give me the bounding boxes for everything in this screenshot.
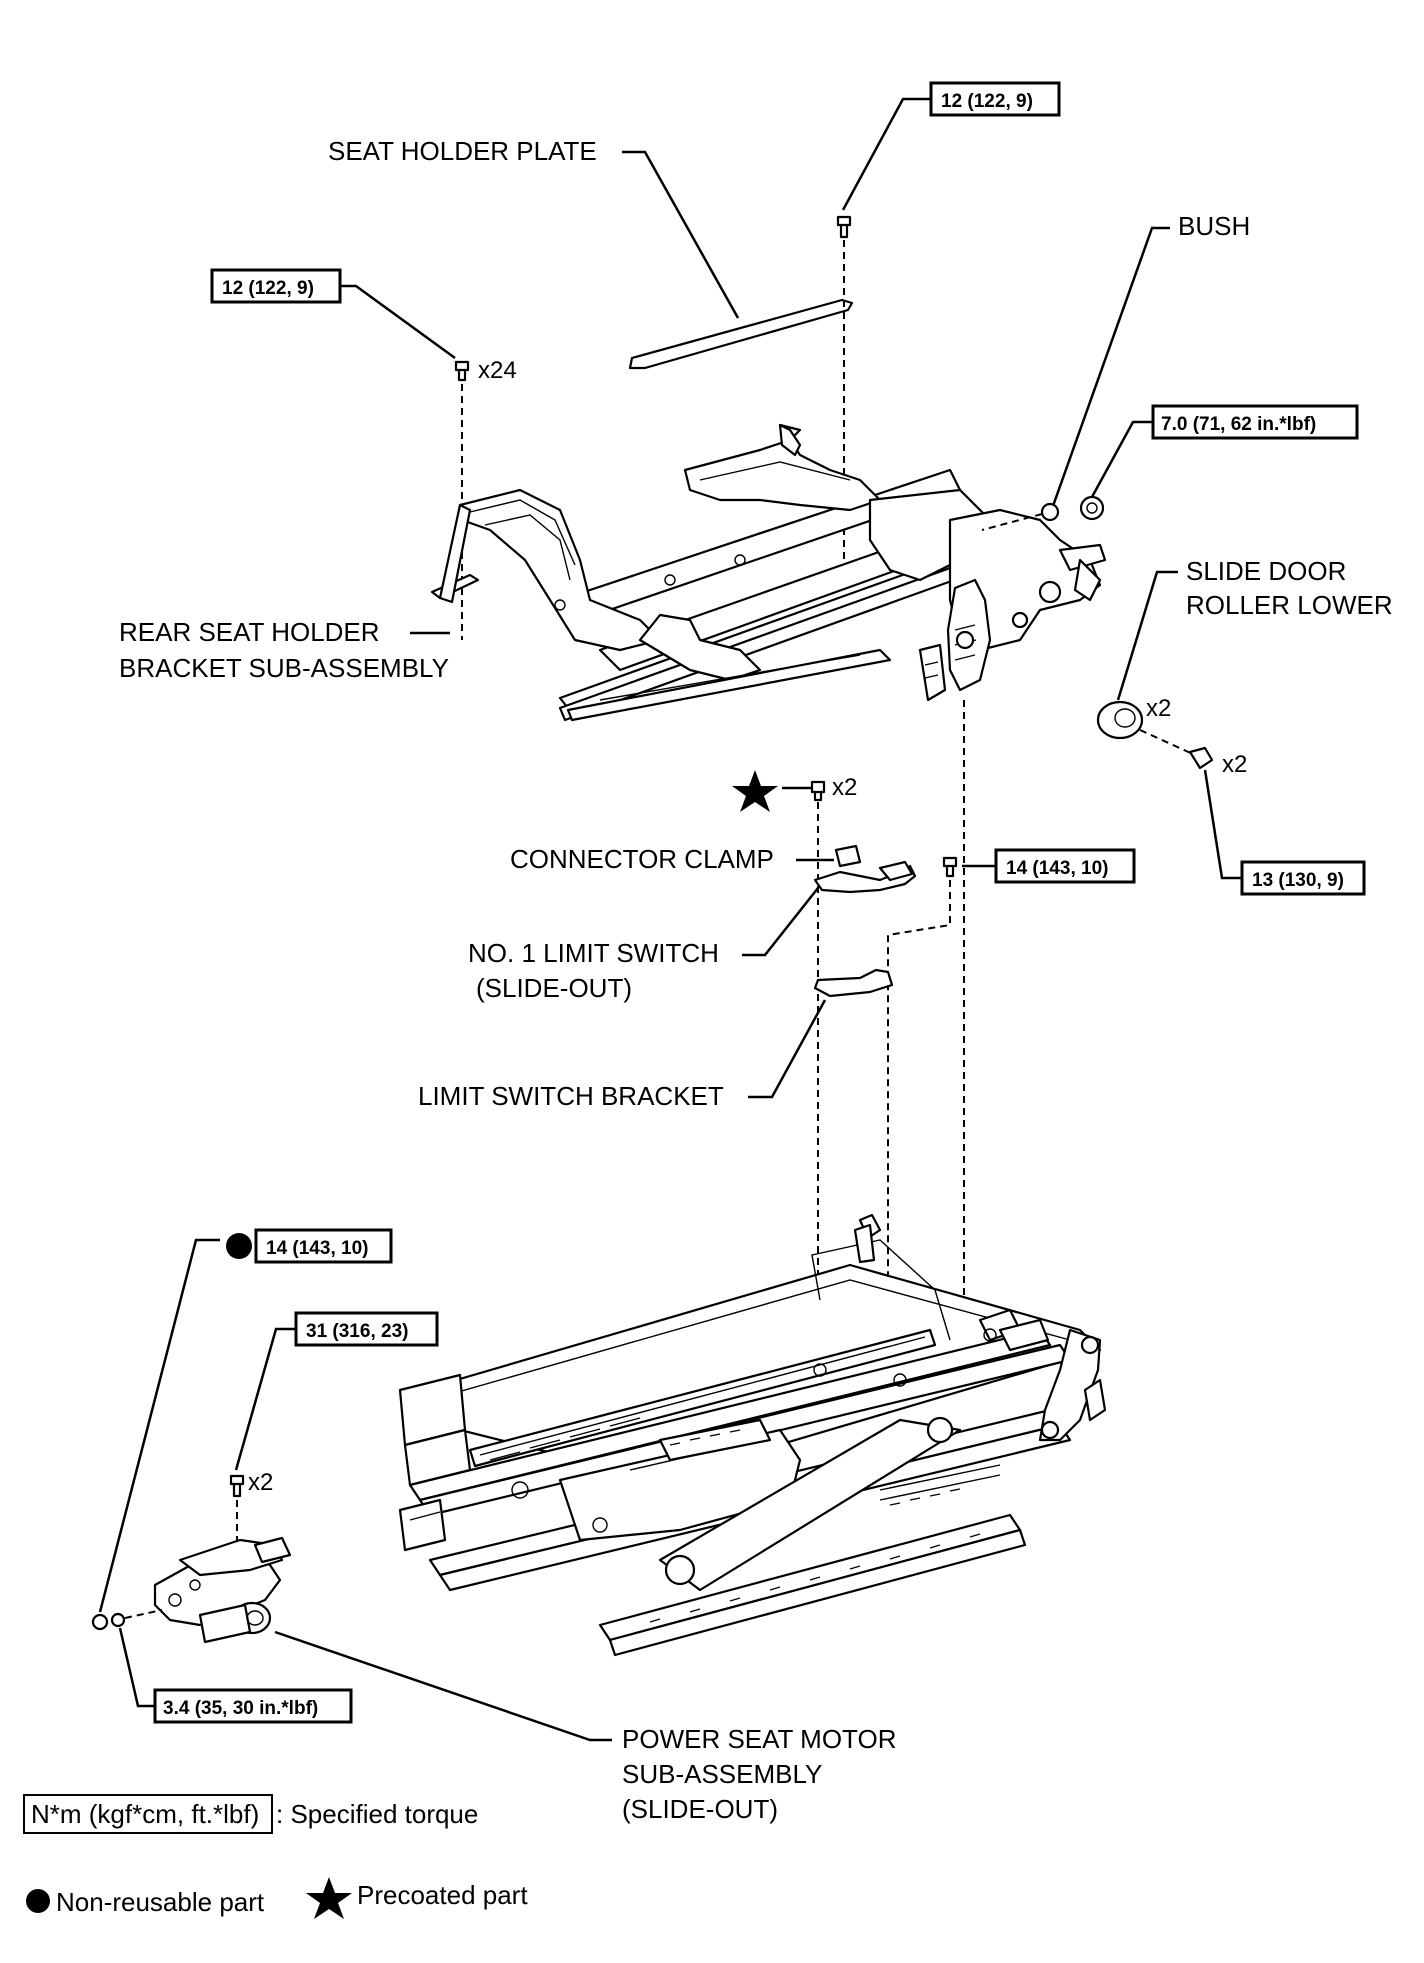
bracket-bolt-group: 14 (143, 10)	[887, 700, 1136, 1330]
label-slide-roller-line1: SLIDE DOOR	[1186, 556, 1346, 586]
motor-torque-group: 31 (316, 23) x2	[229, 1311, 439, 1550]
legend-specified-torque: : Specified torque	[276, 1799, 478, 1829]
torque-small: 3.4 (35, 30 in.*lbf)	[163, 1698, 318, 1719]
label-connector-clamp: CONNECTOR CLAMP	[510, 844, 774, 874]
label-limit-switch-line2: (SLIDE-OUT)	[476, 973, 632, 1003]
torque-box-nonreusable	[254, 1228, 393, 1264]
legend-precoated: Precoated part	[357, 1880, 528, 1910]
torque-nut: 7.0 (71, 62 in.*lbf)	[1161, 414, 1316, 435]
nonreusable-torque-group: 14 (143, 10)	[98, 1228, 393, 1613]
torque-box-bracket	[994, 848, 1136, 884]
label-limit-bracket: LIMIT SWITCH BRACKET	[418, 1081, 724, 1111]
label-motor-line1: POWER SEAT MOTOR	[622, 1724, 896, 1754]
nonreusable-legend-icon	[26, 1889, 50, 1913]
slide-door-roller-group: SLIDE DOOR ROLLER LOWER x2 x2 13 (130, 9…	[1096, 556, 1393, 896]
mult-x2-motor: x2	[248, 1469, 273, 1496]
label-rear-bracket-line2: BRACKET SUB-ASSEMBLY	[119, 653, 449, 683]
bush-part	[1040, 502, 1060, 522]
nonreusable-nut	[91, 1613, 109, 1631]
torque-box-small	[153, 1688, 353, 1724]
seat-holder-plate-group: SEAT HOLDER PLATE	[328, 136, 854, 370]
mult-x24: x24	[478, 357, 517, 384]
legend-unit-text: N*m (kgf*cm, ft.*lbf)	[31, 1799, 259, 1829]
torque-bracket: 14 (143, 10)	[1006, 858, 1108, 879]
small-nut	[110, 1612, 126, 1628]
label-motor-line2: SUB-ASSEMBLY	[622, 1759, 822, 1789]
torque-roller: 13 (130, 9)	[1252, 870, 1344, 891]
motor-bolt	[229, 1474, 245, 1498]
precoated-legend-star-icon	[306, 1877, 352, 1919]
seat-holder-plate	[628, 298, 854, 370]
label-rear-bracket-line1: REAR SEAT HOLDER	[119, 617, 380, 647]
torque-box-left	[210, 268, 342, 304]
motor-label-group: POWER SEAT MOTOR SUB-ASSEMBLY (SLIDE-OUT…	[274, 1630, 896, 1824]
mult-x2-bolt: x2	[1222, 751, 1247, 778]
torque-left: 12 (122, 9)	[222, 278, 314, 299]
connector-clamp	[834, 844, 862, 868]
nut-group: 7.0 (71, 62 in.*lbf)	[1079, 404, 1359, 521]
roller-bolt	[1188, 746, 1214, 770]
seat-adjuster-assembly	[398, 1213, 1107, 1657]
nonreusable-dot-icon	[226, 1233, 252, 1259]
label-slide-roller-line2: ROLLER LOWER	[1186, 590, 1393, 620]
torque-box-motor	[294, 1311, 439, 1347]
left-bolt-group: 12 (122, 9) x24	[210, 268, 517, 640]
bush-group: BUSH	[981, 211, 1250, 531]
rear-seat-holder-bracket	[430, 423, 1107, 722]
limit-switch-bracket-group: LIMIT SWITCH BRACKET	[418, 968, 894, 1111]
torque-nonreusable: 14 (143, 10)	[266, 1238, 368, 1259]
label-limit-switch-line1: NO. 1 LIMIT SWITCH	[468, 938, 719, 968]
label-motor-line3: (SLIDE-OUT)	[622, 1794, 778, 1824]
legend-unit-box	[23, 1794, 273, 1834]
mult-x2-star: x2	[832, 774, 857, 801]
limit-switch-bracket	[813, 968, 894, 998]
bracket-bolt	[942, 856, 958, 878]
limit-switch-label-group: NO. 1 LIMIT SWITCH (SLIDE-OUT)	[468, 887, 819, 1003]
label-bush: BUSH	[1178, 211, 1250, 241]
legend: N*m (kgf*cm, ft.*lbf) : Specified torque…	[23, 1794, 528, 1919]
left-bolt	[454, 360, 470, 382]
mult-x2-roller: x2	[1146, 695, 1171, 722]
legend-nonreusable: Non-reusable part	[56, 1887, 265, 1917]
top-bolt-group: 12 (122, 9)	[836, 81, 1061, 580]
small-nut-group: 3.4 (35, 30 in.*lbf)	[91, 1609, 353, 1724]
limit-switch	[813, 864, 917, 894]
torque-motor: 31 (316, 23)	[306, 1321, 408, 1342]
power-seat-motor	[153, 1536, 292, 1644]
precoated-bolt	[810, 780, 826, 802]
connector-clamp-group: CONNECTOR CLAMP	[510, 844, 917, 894]
torque-top: 12 (122, 9)	[941, 91, 1033, 112]
top-bolt	[836, 215, 852, 239]
label-seat-holder-plate: SEAT HOLDER PLATE	[328, 136, 597, 166]
star-icon	[732, 770, 778, 812]
torque-box-roller	[1240, 860, 1366, 896]
nut-part	[1079, 495, 1105, 521]
